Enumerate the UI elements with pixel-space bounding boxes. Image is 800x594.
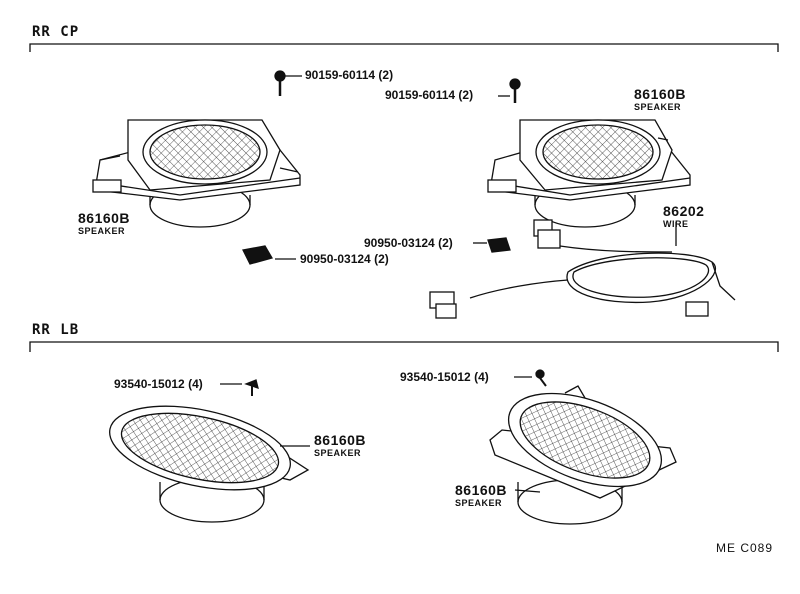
- part-label-screw: 90159-60114 (2): [385, 88, 474, 102]
- part-label-clip: 90950-03124 (2): [364, 236, 453, 250]
- part-label-screw: 93540-15012 (4): [114, 377, 203, 391]
- speaker-rr-lb-left: [109, 405, 310, 523]
- part-label-screw: 93540-15012 (4): [400, 370, 489, 384]
- speaker-rr-cp-right: [487, 119, 691, 228]
- screw-icon: [274, 70, 302, 96]
- speaker-part-name: SPEAKER: [314, 448, 362, 458]
- speaker-rr-cp-left: [92, 119, 301, 228]
- wire-part-name: WIRE: [663, 219, 689, 229]
- section-bracket-rr-lb: [29, 341, 779, 352]
- screw-icon: [220, 379, 259, 396]
- speaker-part-number: 86160B: [455, 482, 508, 498]
- clip-icon: [473, 237, 511, 253]
- speaker-rr-lb-right: [489, 385, 677, 525]
- speaker-part-number: 86160B: [78, 210, 131, 226]
- section-bracket-rr-cp: [29, 43, 779, 52]
- speaker-part-name: SPEAKER: [78, 226, 126, 236]
- speaker-part-name: SPEAKER: [455, 498, 503, 508]
- screw-icon: [498, 78, 521, 103]
- wire-harness: [429, 219, 736, 319]
- section-title-rr-cp: RR CP: [32, 24, 80, 40]
- part-label-clip: 90950-03124 (2): [300, 252, 389, 266]
- speaker-part-number: 86160B: [314, 432, 367, 448]
- wire-part-number: 86202: [663, 203, 705, 219]
- speaker-part-name: SPEAKER: [634, 102, 682, 112]
- section-title-rr-lb: RR LB: [32, 322, 80, 338]
- clip-icon: [242, 245, 296, 265]
- part-label-screw: 90159-60114 (2): [305, 68, 394, 82]
- speaker-part-number: 86160B: [634, 86, 687, 102]
- diagram-code: ME C089: [716, 541, 774, 555]
- screw-icon: [514, 369, 547, 387]
